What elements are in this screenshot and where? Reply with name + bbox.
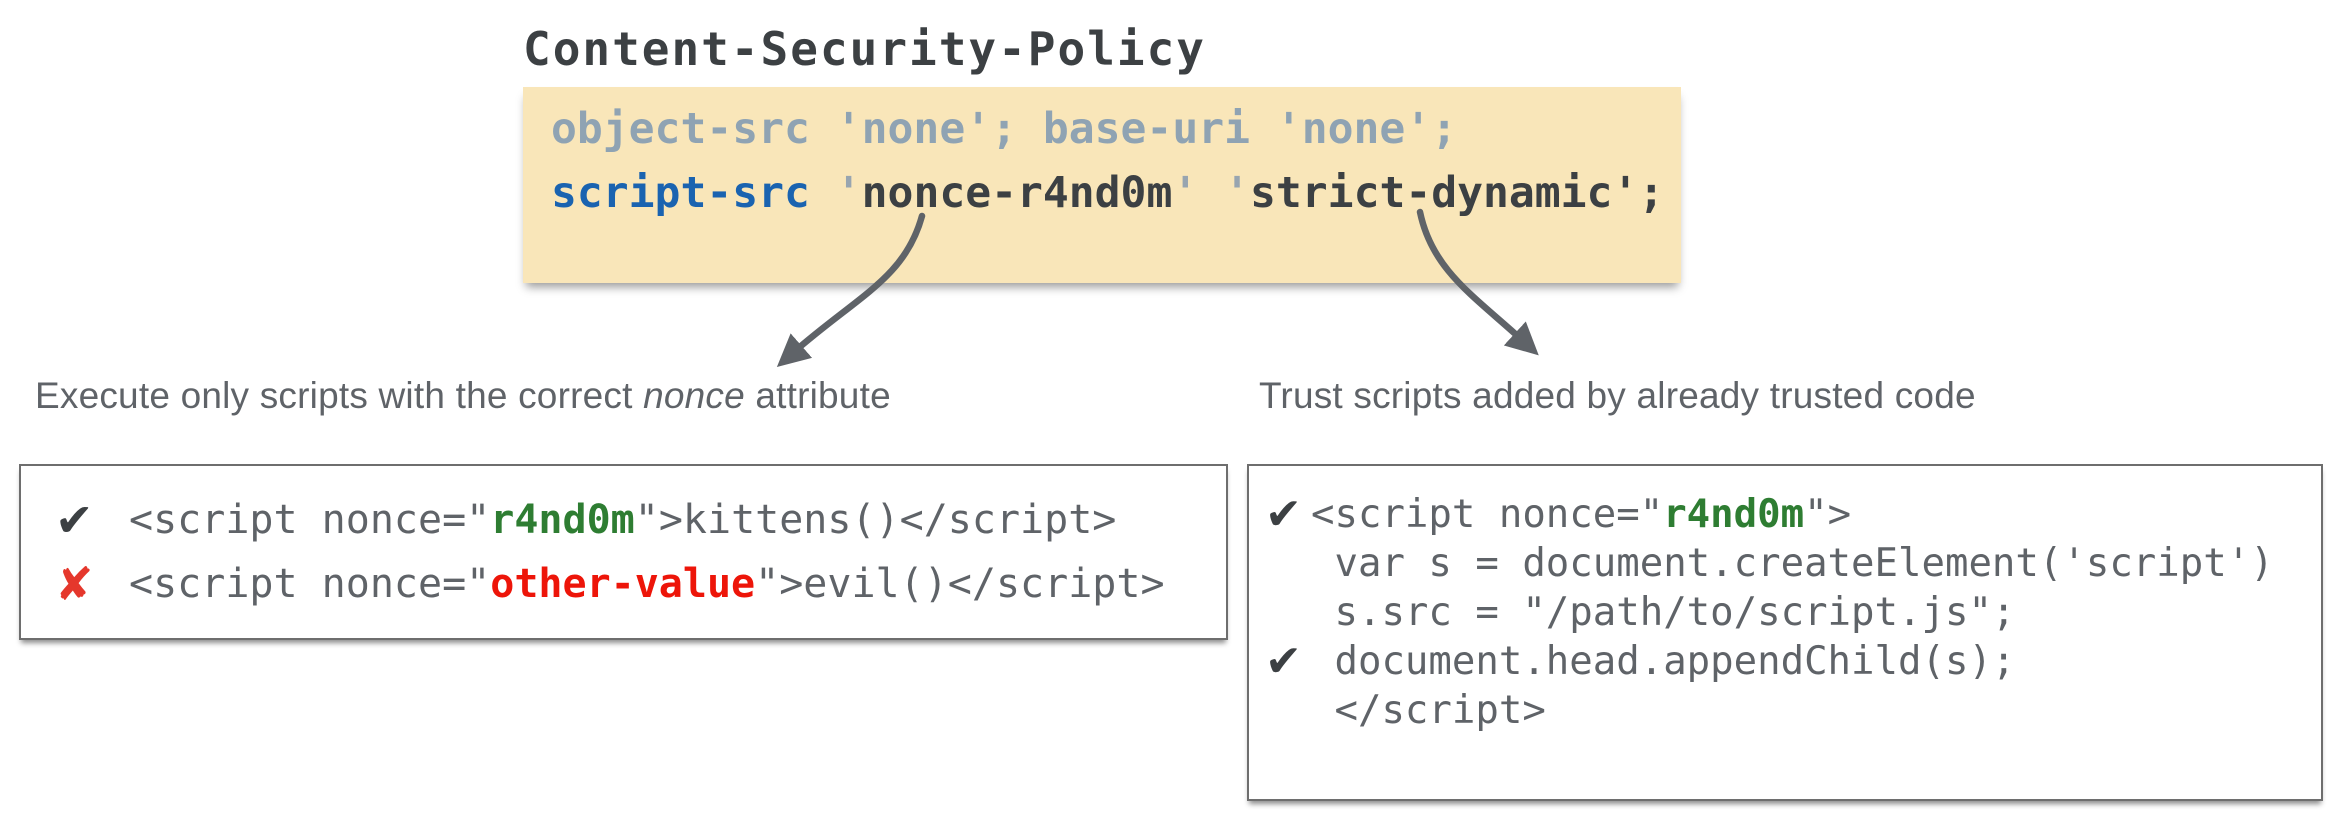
code-post: ">: [1804, 492, 1852, 537]
set-src-code: s.src = "/path/to/script.js";: [1311, 590, 2016, 635]
left-annotation: Execute only scripts with the correct no…: [35, 375, 891, 417]
policy-quote: ' ': [1172, 168, 1251, 218]
code-pre: <script nonce=": [129, 561, 491, 607]
csp-policy-box: object-src 'none'; base-uri 'none'; scri…: [523, 87, 1681, 283]
nonce-example-box: ✔ <script nonce="r4nd0m">kittens()</scri…: [19, 464, 1228, 640]
nonce-value-good: r4nd0m: [490, 497, 635, 543]
code-post: ">evil()</script>: [755, 561, 1165, 607]
left-annotation-post: attribute: [744, 375, 891, 416]
code-pre: <script nonce=": [129, 497, 491, 543]
script-close-row: </script>: [1259, 686, 2321, 735]
allowed-script-row: ✔ <script nonce="r4nd0m">kittens()</scri…: [41, 496, 1226, 544]
left-annotation-nonce: nonce: [643, 375, 745, 416]
trusted-script-open-row: ✔ <script nonce="r4nd0m">: [1259, 490, 2321, 539]
policy-line-script-src: script-src 'nonce-r4nd0m' 'strict-dynami…: [551, 161, 1681, 225]
script-close-code: </script>: [1311, 688, 1546, 733]
check-icon: ✔: [1265, 636, 1302, 687]
nonce-source-value: nonce-r4nd0m: [861, 168, 1173, 218]
blocked-script-row: ✘ <script nonce="other-value">evil()</sc…: [41, 560, 1226, 608]
code-post: ">kittens()</script>: [634, 497, 1117, 543]
append-child-code: document.head.appendChild(s);: [1311, 639, 2016, 684]
set-src-row: s.src = "/path/to/script.js";: [1259, 588, 2321, 637]
check-icon: ✔: [1265, 489, 1302, 540]
page-title: Content-Security-Policy: [523, 22, 1206, 76]
cross-icon: ✘: [55, 557, 94, 611]
policy-quote: ': [809, 168, 862, 218]
script-src-directive: script-src: [551, 168, 810, 218]
code-pre: <script nonce=": [1311, 492, 1664, 537]
strict-dynamic-value: strict-dynamic: [1250, 168, 1613, 218]
right-annotation: Trust scripts added by already trusted c…: [1259, 375, 1976, 416]
left-annotation-pre: Execute only scripts with the correct: [35, 375, 644, 416]
policy-line-object-src: object-src 'none'; base-uri 'none';: [551, 104, 1458, 154]
create-element-row: var s = document.createElement('script'): [1259, 539, 2321, 588]
blocked-script-code: <script nonce="other-value">evil()</scri…: [129, 560, 1165, 608]
check-icon: ✔: [55, 493, 94, 547]
append-child-row: ✔ document.head.appendChild(s);: [1259, 637, 2321, 686]
trusted-script-open-code: <script nonce="r4nd0m">: [1311, 490, 1851, 539]
create-element-code: var s = document.createElement('script'): [1311, 541, 2274, 586]
strict-dynamic-example-box: ✔ <script nonce="r4nd0m"> var s = docume…: [1247, 464, 2323, 801]
policy-terminator: ';: [1612, 168, 1665, 218]
allowed-script-code: <script nonce="r4nd0m">kittens()</script…: [129, 496, 1116, 544]
nonce-value-bad: other-value: [490, 561, 756, 607]
nonce-value-good: r4nd0m: [1663, 492, 1805, 537]
